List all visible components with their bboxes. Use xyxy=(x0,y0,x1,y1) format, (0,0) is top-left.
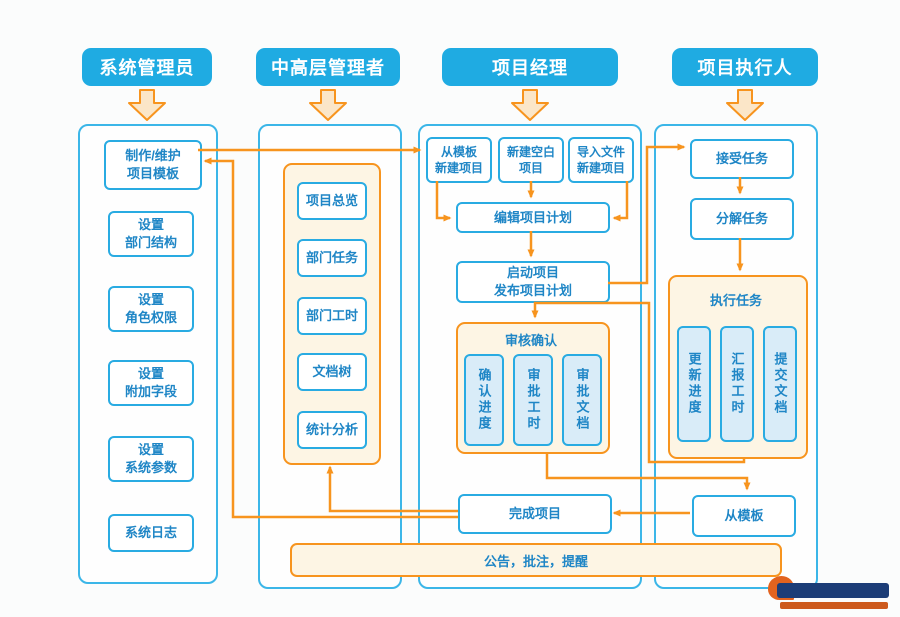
node-document-tree: 文档树 xyxy=(297,353,367,391)
node-set-role-permissions: 设置 角色权限 xyxy=(108,286,194,332)
node-approve-hours: 审批工时 xyxy=(513,354,553,446)
node-confirm-progress: 确认进度 xyxy=(464,354,504,446)
node-statistics-analysis: 统计分析 xyxy=(297,411,367,449)
node-update-progress: 更新进度 xyxy=(677,326,711,442)
node-decompose-task: 分解任务 xyxy=(690,198,794,240)
notice-bar: 公告，批注，提醒 xyxy=(290,543,782,577)
review-confirm-title: 审核确认 xyxy=(504,333,557,348)
node-system-log: 系统日志 xyxy=(108,514,194,552)
node-edit-project-plan: 编辑项目计划 xyxy=(456,202,610,233)
node-project-overview: 项目总览 xyxy=(297,182,367,220)
node-approve-documents: 审批文档 xyxy=(562,354,602,446)
brand-logo xyxy=(768,574,892,614)
node-create-blank-project: 新建空白 项目 xyxy=(498,137,564,183)
node-set-system-params: 设置 系统参数 xyxy=(108,436,194,482)
lane-header-pm: 项目经理 xyxy=(442,48,618,86)
lane-header-manager: 中高层管理者 xyxy=(256,48,400,86)
node-make-maintain-template: 制作/维护 项目模板 xyxy=(104,140,202,190)
lane-header-admin: 系统管理员 xyxy=(82,48,212,86)
lane-panel-admin xyxy=(78,124,218,584)
down-block-arrow-icon xyxy=(308,89,348,121)
node-submit-documents: 提交文档 xyxy=(763,326,797,442)
node-department-tasks: 部门任务 xyxy=(297,239,367,277)
lane-header-executor: 项目执行人 xyxy=(672,48,818,86)
node-create-from-template: 从模板 新建项目 xyxy=(426,137,492,183)
down-block-arrow-icon xyxy=(510,89,550,121)
execute-task-title: 执行任务 xyxy=(709,293,762,308)
down-block-arrow-icon xyxy=(127,89,167,121)
node-launch-publish-plan: 启动项目 发布项目计划 xyxy=(456,261,610,303)
node-complete-project: 完成项目 xyxy=(458,494,612,534)
logo-wordmark xyxy=(777,583,889,598)
down-block-arrow-icon xyxy=(725,89,765,121)
node-from-template: 从模板 xyxy=(692,495,796,537)
node-import-file-create: 导入文件 新建项目 xyxy=(568,137,634,183)
node-report-hours: 汇报工时 xyxy=(720,326,754,442)
node-set-extra-fields: 设置 附加字段 xyxy=(108,360,194,406)
node-department-hours: 部门工时 xyxy=(297,297,367,335)
logo-tagline xyxy=(780,602,888,609)
node-accept-task: 接受任务 xyxy=(690,139,794,179)
node-set-department-structure: 设置 部门结构 xyxy=(108,211,194,257)
